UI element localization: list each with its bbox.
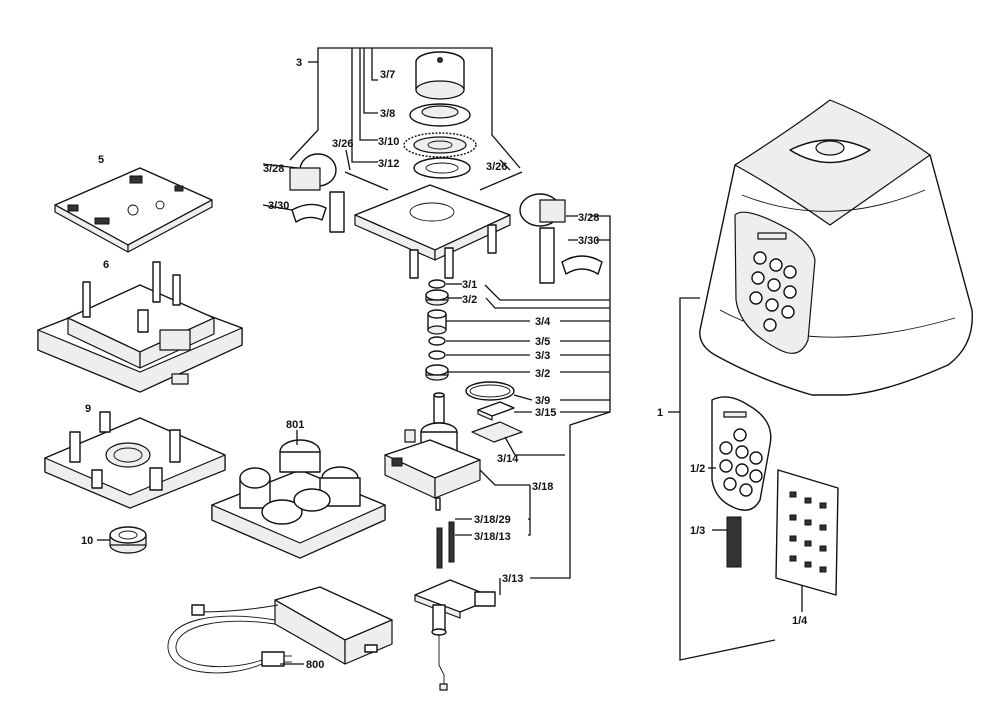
label-6: 6 xyxy=(103,259,109,271)
part-3-18-29-strip xyxy=(436,527,443,569)
label-1-3: 1/3 xyxy=(690,525,705,537)
part-1-4-keypad-pcb xyxy=(775,469,839,596)
label-3-18-29: 3/18/29 xyxy=(474,514,511,526)
part-3-frame-plate xyxy=(354,184,511,279)
part-3-5-washer xyxy=(428,336,446,346)
label-3-2-top: 3/2 xyxy=(462,294,477,306)
part-3-28-motor-right xyxy=(519,193,566,284)
label-3-14: 3/14 xyxy=(497,453,519,465)
label-3-3: 3/3 xyxy=(535,350,550,362)
label-3-13: 3/13 xyxy=(502,573,523,585)
label-801: 801 xyxy=(286,419,304,431)
label-3-26-right: 3/26 xyxy=(486,161,507,173)
part-10-knob xyxy=(109,526,147,554)
label-9: 9 xyxy=(85,403,91,415)
part-3-13-bracket xyxy=(414,579,496,691)
part-3-2-bearing-bottom xyxy=(425,364,449,381)
part-5-circuit-board xyxy=(54,167,213,253)
label-10: 10 xyxy=(81,535,93,547)
part-1-2-keypad-membrane xyxy=(711,396,772,511)
part-3-30-clip-left xyxy=(291,203,327,223)
part-3-14-pad xyxy=(471,421,523,443)
part-3-1-ring xyxy=(428,279,446,289)
label-3-5: 3/5 xyxy=(535,336,550,348)
part-3-spindle-assembly xyxy=(384,392,481,511)
label-800: 800 xyxy=(306,659,324,671)
label-1-2: 1/2 xyxy=(690,463,705,475)
label-3-15: 3/15 xyxy=(535,407,556,419)
part-9-base-frame xyxy=(44,411,226,509)
label-3-4: 3/4 xyxy=(535,316,551,328)
part-3-10-gear xyxy=(403,132,477,158)
label-3-1: 3/1 xyxy=(462,279,477,291)
part-3-15-block xyxy=(477,401,515,421)
part-3-4-sleeve xyxy=(427,309,447,335)
label-3-10: 3/10 xyxy=(378,136,399,148)
label-3-18: 3/18 xyxy=(532,481,553,493)
label-3-12: 3/12 xyxy=(378,158,399,170)
part-801-battery-pack xyxy=(211,439,386,559)
part-6-housing-cover xyxy=(37,261,243,393)
part-3-18-13-strip xyxy=(448,521,455,563)
label-5: 5 xyxy=(98,154,104,166)
part-1-laser-housing xyxy=(699,99,973,396)
part-3-7-cap xyxy=(415,51,465,100)
label-3: 3 xyxy=(296,57,302,69)
label-3-28-left: 3/28 xyxy=(263,163,284,175)
part-3-8-bearing xyxy=(409,103,471,127)
part-3-9-belt xyxy=(465,381,515,401)
part-3-30-clip-right xyxy=(561,255,603,275)
part-3-12-ring xyxy=(413,157,471,179)
label-3-8: 3/8 xyxy=(380,108,395,120)
label-3-7: 3/7 xyxy=(380,69,395,81)
part-800-charger xyxy=(167,586,393,674)
part-3-2-bearing-top xyxy=(425,289,449,306)
label-3-18-13: 3/18/13 xyxy=(474,531,511,543)
label-3-26-left: 3/26 xyxy=(332,138,353,150)
part-1-3-gasket-strip xyxy=(726,516,742,568)
label-3-9: 3/9 xyxy=(535,395,550,407)
label-3-30-right: 3/30 xyxy=(578,235,599,247)
label-1: 1 xyxy=(657,407,663,419)
label-3-2-bottom: 3/2 xyxy=(535,368,550,380)
label-3-30-left: 3/30 xyxy=(268,200,289,212)
part-3-28-motor-left xyxy=(289,153,345,233)
label-1-4: 1/4 xyxy=(792,615,808,627)
part-3-3-washer xyxy=(428,350,446,360)
label-3-28-right: 3/28 xyxy=(578,212,599,224)
